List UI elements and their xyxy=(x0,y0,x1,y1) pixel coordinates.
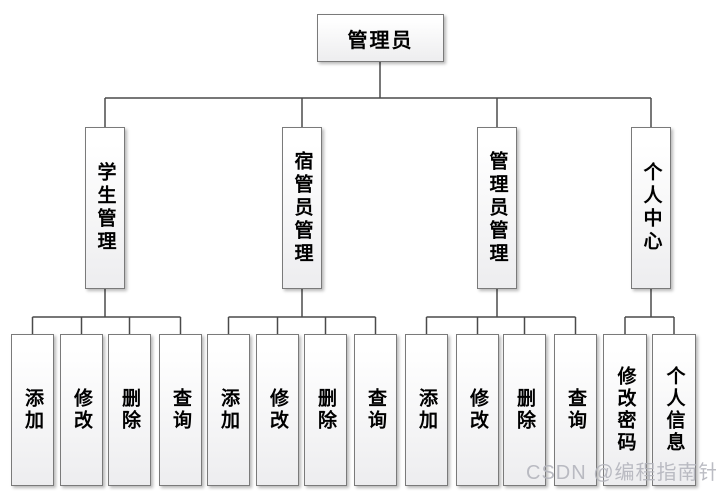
leaf-label: 添加 xyxy=(218,388,239,432)
leaf-box-admin-modify: 修改 xyxy=(456,334,499,486)
branch-box-student-management: 学生管理 xyxy=(85,127,125,289)
leaf-box-student-query: 查询 xyxy=(159,334,202,486)
leaf-label: 删除 xyxy=(315,388,336,432)
leaf-label: 查询 xyxy=(365,388,386,432)
leaf-box-admin-delete: 删除 xyxy=(503,334,546,486)
leaf-box-dorm-add: 添加 xyxy=(207,334,250,486)
leaf-label: 修改 xyxy=(71,388,92,432)
leaf-label: 查询 xyxy=(170,388,191,432)
leaf-box-student-delete: 删除 xyxy=(108,334,151,486)
leaf-box-admin-add: 添加 xyxy=(405,334,448,486)
leaf-box-student-modify: 修改 xyxy=(60,334,103,486)
leaf-box-dorm-query: 查询 xyxy=(354,334,397,486)
root-box-admin: 管理员 xyxy=(317,14,444,62)
branch-box-dorm-manager-management: 宿管员管理 xyxy=(282,127,322,289)
csdn-watermark: CSDN @编程指南针 xyxy=(526,462,716,484)
leaf-box-dorm-modify: 修改 xyxy=(256,334,299,486)
leaf-label: 修改 xyxy=(467,388,488,432)
branch-box-admin-management: 管理员管理 xyxy=(477,127,517,289)
leaf-label: 添加 xyxy=(22,388,43,432)
leaf-box-admin-query: 查询 xyxy=(554,334,597,486)
root-label: 管理员 xyxy=(347,29,414,52)
leaf-box-student-add: 添加 xyxy=(11,334,54,486)
leaf-label: 查询 xyxy=(565,388,586,432)
leaf-label: 个人信息 xyxy=(663,366,685,454)
branch-label: 学生管理 xyxy=(94,162,116,254)
leaf-box-personal-info: 个人信息 xyxy=(652,334,696,486)
branch-label: 个人中心 xyxy=(640,162,662,254)
leaf-label: 添加 xyxy=(416,388,437,432)
leaf-label: 删除 xyxy=(514,388,535,432)
branch-label: 管理员管理 xyxy=(486,150,508,266)
branch-label: 宿管员管理 xyxy=(291,150,313,266)
leaf-label: 删除 xyxy=(119,388,140,432)
leaf-label: 修改密码 xyxy=(614,366,636,454)
branch-box-personal-center: 个人中心 xyxy=(631,127,671,289)
leaf-box-dorm-delete: 删除 xyxy=(304,334,347,486)
leaf-label: 修改 xyxy=(267,388,288,432)
leaf-box-change-password: 修改密码 xyxy=(603,334,647,486)
